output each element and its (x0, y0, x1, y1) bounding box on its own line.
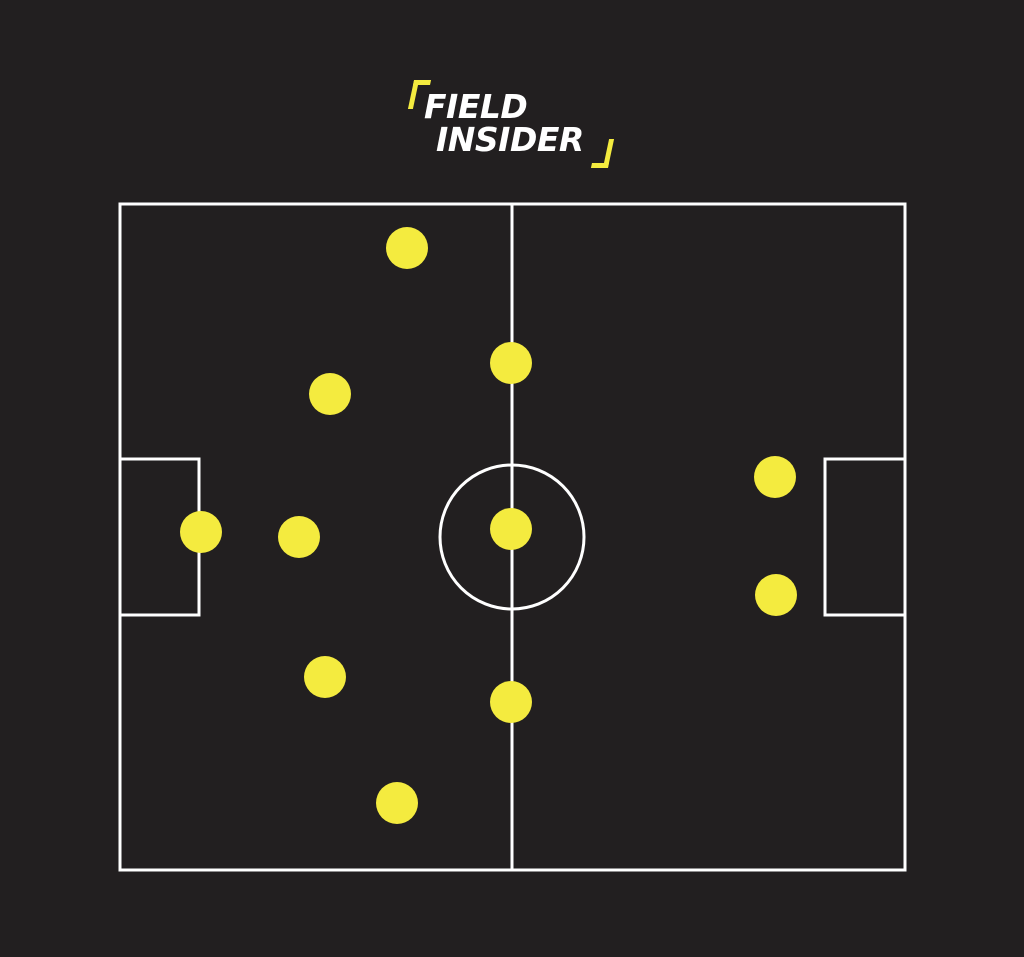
player-wingback-left (386, 227, 428, 269)
player-defender-right (304, 656, 346, 698)
player-goalkeeper (180, 511, 222, 553)
player-wingback-right (376, 782, 418, 824)
player-midfielder-left (490, 342, 532, 384)
player-defender-center (278, 516, 320, 558)
right-goal-area (823, 457, 907, 617)
player-midfielder-right (490, 681, 532, 723)
player-defender-left (309, 373, 351, 415)
player-forward-left (754, 456, 796, 498)
field-insider-logo: FIELD INSIDER (407, 78, 615, 170)
logo-text-field: FIELD (424, 87, 528, 126)
center-circle (438, 463, 586, 611)
player-midfielder-center (490, 508, 532, 550)
player-forward-right (755, 574, 797, 616)
logo-text-insider: INSIDER (436, 120, 584, 159)
